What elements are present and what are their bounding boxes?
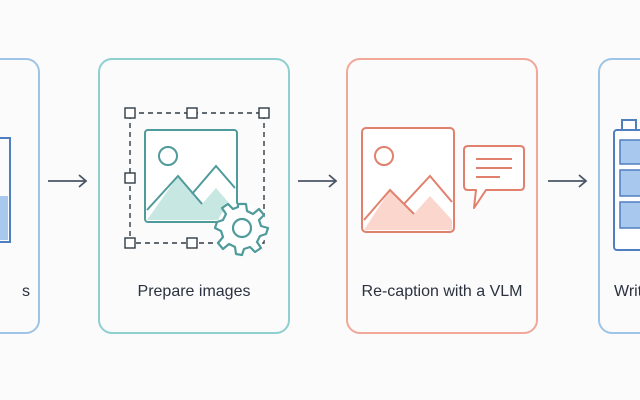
step-card-left-partial: s (0, 58, 40, 334)
step-card-recaption: Re-caption with a VLM (346, 58, 538, 334)
database-shards-icon (613, 119, 640, 251)
image-crop-gear-icon (124, 107, 270, 257)
step-label-recaption: Re-caption with a VLM (361, 283, 523, 300)
step-label-right-partial: Writ (614, 283, 640, 300)
step-label-prepare: Prepare images (137, 283, 251, 300)
document-icon (0, 137, 11, 243)
arrow-right-icon (48, 174, 88, 188)
step-label-left-partial: s (22, 283, 30, 300)
image-caption-bubble-icon (361, 127, 525, 233)
arrow-right-icon (298, 174, 338, 188)
arrow-right-icon (548, 174, 588, 188)
step-card-prepare: Prepare images (98, 58, 290, 334)
step-card-right-partial: Writ (598, 58, 640, 334)
